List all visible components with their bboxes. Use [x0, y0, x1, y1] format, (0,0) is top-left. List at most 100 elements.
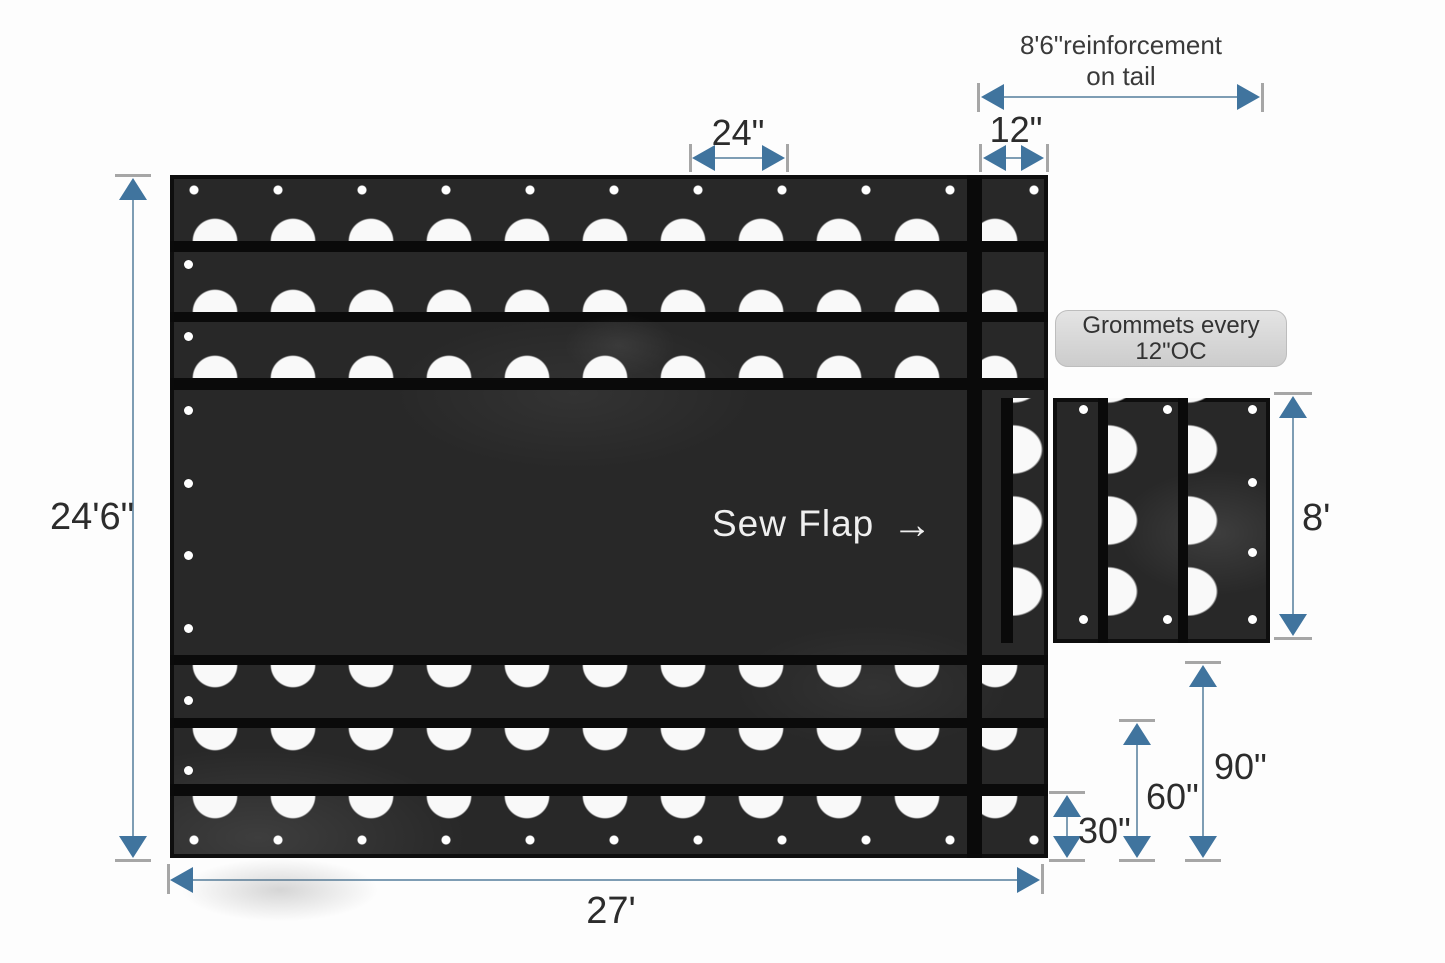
sew-flap-annotation: Sew Flap→ [712, 503, 933, 548]
dim-drop-30-label: 30" [1078, 810, 1131, 851]
flap-row-2 [174, 286, 1044, 312]
arrow-shaft [995, 157, 1035, 159]
arrowhead-down-icon [119, 836, 147, 858]
tarp-main-panel [170, 175, 1048, 858]
arrowhead-up-icon [1189, 665, 1217, 687]
dim-height-label: 24'6" [50, 496, 135, 538]
dim-width-label: 27' [586, 890, 636, 932]
seam-line [170, 241, 1048, 252]
grommets-callout: Grommets every 12"OC [1055, 310, 1287, 367]
grommet [1248, 615, 1257, 624]
tail-flap-column-2 [1188, 398, 1218, 616]
grommet [1079, 405, 1088, 414]
arrowhead-left-icon [692, 145, 715, 171]
tick [1049, 791, 1085, 794]
arrow-shaft [132, 182, 134, 854]
grommet [184, 260, 193, 269]
arrowhead-up-icon [1123, 723, 1151, 745]
arrowhead-up-icon [119, 178, 147, 200]
dim-tail-reinforcement-label: 8'6"reinforcement on tail [1020, 30, 1222, 92]
tick [1185, 661, 1221, 664]
tick [689, 144, 692, 172]
tick [977, 83, 980, 112]
arrowhead-left-icon [981, 84, 1004, 110]
grommet [1248, 405, 1257, 414]
arrowhead-right-icon [1237, 84, 1260, 110]
arrowhead-left-icon [983, 145, 1006, 171]
tick [1046, 144, 1049, 172]
dim-flap-spacing-label: 24" [711, 112, 765, 153]
dim-tail-panel-label: 12" [989, 109, 1043, 150]
arrowhead-right-icon [1021, 145, 1044, 171]
grommet [1248, 548, 1257, 557]
arrowhead-up-icon [1053, 795, 1081, 817]
tick [167, 864, 170, 894]
tick [115, 174, 151, 177]
tick [979, 144, 982, 172]
grommet [184, 551, 193, 560]
reinforcement-line-2: on tail [1086, 61, 1156, 91]
flap-row-6 [174, 796, 1044, 822]
tick [1274, 392, 1312, 395]
seam-line [170, 784, 1048, 796]
flap-row-5 [174, 728, 1044, 754]
seam-line [170, 655, 1048, 665]
flap-row-3 [174, 352, 1044, 378]
tick [1185, 859, 1221, 862]
tail-seam-line [1178, 398, 1188, 643]
dim-drop-60-label: 60" [1146, 776, 1199, 817]
arrowhead-down-icon [1053, 836, 1081, 858]
arrowhead-down-icon [1189, 836, 1217, 858]
grommet [184, 479, 193, 488]
tail-flap-column-0 [1013, 398, 1043, 616]
grommet [184, 766, 193, 775]
dim-drop-90-label: 90" [1214, 746, 1267, 787]
reinforcement-line-1: 8'6"reinforcement [1019, 30, 1223, 60]
seam-line [170, 312, 1048, 322]
grommet [1248, 478, 1257, 487]
arrowhead-down-icon [1123, 836, 1151, 858]
tick [115, 859, 151, 862]
tick [1041, 864, 1044, 894]
flap-row-1 [174, 215, 1044, 241]
arrowhead-left-icon [170, 867, 193, 893]
tail-reinforcement-seam [967, 175, 982, 858]
tick [1261, 83, 1264, 112]
arrow-shaft [1136, 726, 1138, 854]
grommet [1163, 405, 1172, 414]
tick [1119, 719, 1155, 722]
grommet [184, 332, 193, 341]
grommet [184, 624, 193, 633]
arrowhead-right-icon [1017, 867, 1040, 893]
tick [1119, 859, 1155, 862]
right-arrow-icon: → [892, 503, 934, 547]
tail-seam-line [1098, 398, 1108, 643]
tick [1274, 637, 1312, 640]
tick [1049, 859, 1085, 862]
grommet [184, 406, 193, 415]
arrow-shaft [180, 879, 1030, 881]
seam-line [170, 718, 1048, 728]
dim-tail-height-label: 8' [1302, 497, 1331, 539]
seam-line [170, 378, 1048, 390]
arrowhead-down-icon [1279, 614, 1307, 636]
arrow-shaft [700, 157, 778, 159]
grommet [1079, 615, 1088, 624]
grommet [1163, 615, 1172, 624]
tail-flap-column-1 [1108, 398, 1138, 616]
arrowhead-up-icon [1279, 396, 1307, 418]
arrowhead-right-icon [762, 145, 785, 171]
arrow-shaft [1202, 668, 1204, 854]
arrow-shaft [1066, 798, 1068, 854]
grommet-row-top [176, 185, 1042, 195]
flap-row-4 [174, 665, 1044, 691]
arrow-shaft [995, 96, 1245, 98]
tarp-tail-panel [1053, 398, 1270, 643]
grommets-line-2: 12"OC [1135, 337, 1207, 365]
grommet-row-bottom [176, 835, 1042, 845]
sew-flap-seam [1001, 398, 1013, 643]
grommets-line-1: Grommets every [1082, 311, 1260, 339]
grommet [184, 696, 193, 705]
tick [786, 144, 789, 172]
